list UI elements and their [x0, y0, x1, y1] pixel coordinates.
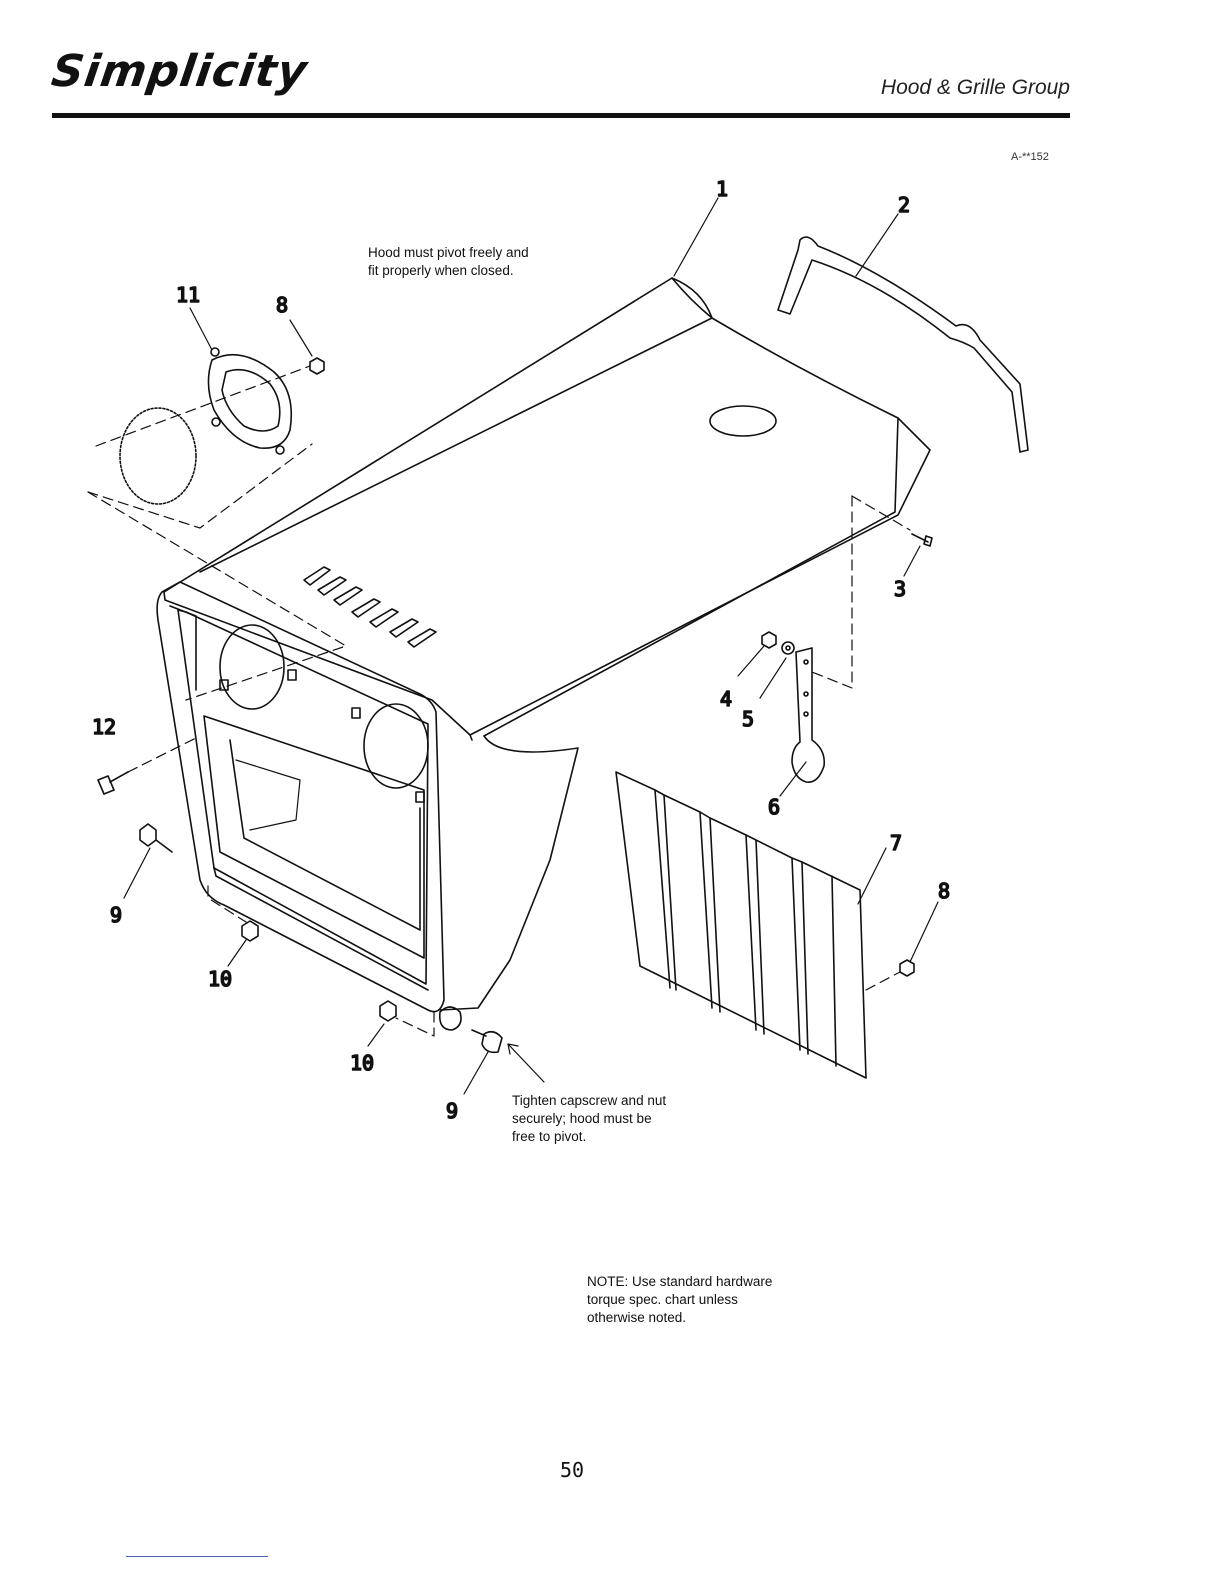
- vent-slot: [352, 599, 380, 617]
- callout-8-top: 8: [276, 293, 288, 317]
- nut-8: [310, 358, 324, 374]
- callout-3: 3: [894, 577, 906, 601]
- grille-screen-fold: [756, 840, 764, 1034]
- hood-outline: [164, 278, 930, 735]
- grille-screen-outline: [616, 772, 866, 1078]
- leader-line: [464, 1052, 488, 1094]
- callout-12: 12: [92, 715, 116, 739]
- pivot-boss: [440, 1007, 461, 1030]
- grille-tab: [288, 670, 296, 680]
- leader-line: [738, 646, 764, 676]
- leader-line: [858, 848, 886, 904]
- grille-tab: [416, 792, 424, 802]
- grille-lower-opening: [204, 716, 424, 958]
- grille-screen-fold: [664, 795, 676, 990]
- grille-interior-shading: [236, 760, 300, 830]
- callout-11: 11: [176, 283, 200, 307]
- grille-inner-frame: [178, 610, 428, 984]
- nut-10-bottom: [380, 1001, 396, 1021]
- bezel-mount-ear: [276, 446, 284, 454]
- nut-10-left: [242, 921, 258, 941]
- hood-top-crease: [672, 278, 712, 318]
- callout-5: 5: [742, 707, 754, 731]
- washer-5-hole: [786, 646, 790, 650]
- vent-slot: [370, 609, 398, 627]
- callout-2: 2: [898, 193, 910, 217]
- callout-4: 4: [720, 687, 732, 711]
- leader-line: [228, 940, 246, 966]
- footer-link-underline: [126, 1556, 268, 1557]
- callout-10-bottom: 10: [350, 1051, 374, 1075]
- callout-9-bottom: 9: [446, 1099, 458, 1123]
- grille-screen-fold: [792, 858, 800, 1050]
- leader-line: [904, 546, 920, 576]
- leader-line: [368, 1024, 384, 1046]
- assembly-line: [208, 886, 246, 922]
- grille-screen-fold: [710, 818, 720, 1012]
- callout-8-right: 8: [938, 879, 950, 903]
- grille-screen-fold: [746, 835, 756, 1030]
- assembly-line: [812, 496, 852, 688]
- hood-filler-opening: [710, 406, 776, 436]
- nut-8-screen: [900, 960, 914, 976]
- bracket-hole: [804, 692, 808, 696]
- bracket-hole: [804, 660, 808, 664]
- leader-line: [190, 308, 212, 350]
- grille-screen-fold: [832, 876, 836, 1066]
- callout-7: 7: [890, 831, 902, 855]
- vent-slot: [390, 619, 418, 637]
- callout-6: 6: [768, 795, 780, 819]
- assembly-lines: [88, 366, 910, 1036]
- capscrew-9-left: [140, 824, 172, 852]
- screw-3: [912, 534, 932, 546]
- leader-line: [124, 848, 150, 898]
- callout-9-left: 9: [110, 903, 122, 927]
- grille-screen-fold: [700, 812, 712, 1008]
- headlight-bezel-inner: [222, 370, 280, 431]
- washer-5: [782, 642, 794, 654]
- page-number: 50: [560, 1458, 584, 1482]
- assembly-line: [128, 738, 196, 772]
- leader-line: [856, 214, 898, 276]
- hood-right-flank: [470, 418, 898, 740]
- bezel-mount-ear: [212, 418, 220, 426]
- capscrew-9-bottom: [472, 1030, 502, 1052]
- leader-line: [290, 320, 312, 356]
- assembly-line: [852, 496, 910, 530]
- grille-tab: [352, 708, 360, 718]
- leader-line: [674, 198, 718, 276]
- bracket-hole: [804, 712, 808, 716]
- hood-vent-slots: [304, 567, 436, 647]
- leader-line: [910, 902, 938, 962]
- grille-screen: [616, 772, 866, 1078]
- leader-lines: [124, 198, 938, 1094]
- leader-line: [760, 658, 786, 698]
- grille-frame: [157, 582, 444, 1012]
- assembly-line: [866, 972, 900, 990]
- grille-screen-fold: [802, 862, 808, 1054]
- assembly-line: [96, 366, 310, 446]
- vent-slot: [304, 567, 330, 585]
- assembly-line: [88, 444, 312, 528]
- vent-slot: [318, 577, 346, 595]
- callout-10-left: 10: [208, 967, 232, 991]
- vent-slot: [408, 629, 436, 647]
- headlight-opening-right: [364, 704, 428, 788]
- assembly-line: [396, 1012, 434, 1036]
- grille-screen-fold: [655, 790, 670, 988]
- vent-slot: [334, 587, 362, 605]
- callout-1: 1: [716, 177, 728, 201]
- grille-lower-inner: [230, 740, 420, 930]
- leader-arrow: [508, 1044, 544, 1082]
- screw-12: [98, 772, 128, 794]
- headlight-opening-left: [220, 625, 284, 709]
- hood-support-bar: [778, 237, 1028, 452]
- grille-outer-frame: [157, 582, 444, 1012]
- hood-side-skirt: [440, 736, 578, 1010]
